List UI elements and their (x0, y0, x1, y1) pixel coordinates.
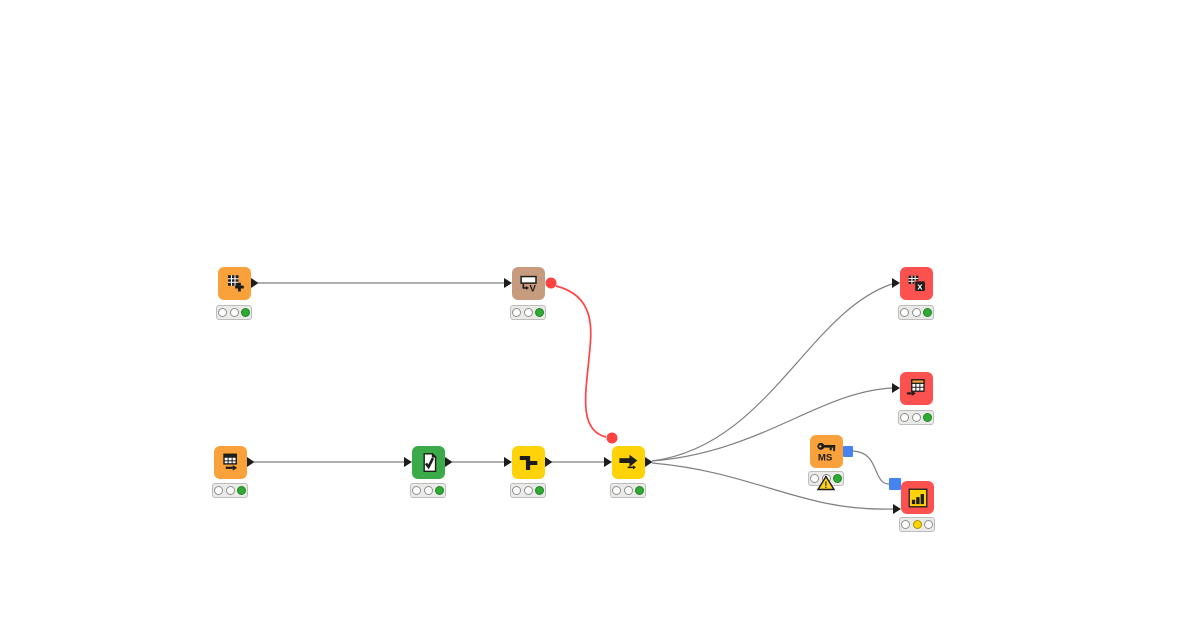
status-bulb (810, 474, 819, 483)
node-chart-sender[interactable] (901, 481, 934, 514)
edge-variable-to-splitter[interactable] (555, 285, 607, 438)
row-to-variable-icon: V (519, 275, 537, 294)
output-port-joiner[interactable] (545, 457, 553, 467)
status-bulb (237, 486, 246, 495)
status-bulb (635, 486, 644, 495)
status-bulb (523, 486, 533, 495)
status-bulb (423, 486, 433, 495)
status-joiner (510, 483, 546, 498)
node-table-creator[interactable] (218, 267, 251, 300)
status-bulb (218, 308, 227, 317)
ms-key-icon: MS (816, 442, 835, 463)
node-ms-authenticator[interactable]: MS (810, 435, 843, 468)
svg-text:!: ! (824, 480, 827, 490)
status-table-reader (212, 483, 248, 498)
input-port-chart[interactable] (893, 504, 901, 514)
status-bulb (535, 308, 544, 317)
status-bulb (412, 486, 421, 495)
status-bulb (612, 486, 621, 495)
input-port-splitter[interactable] (604, 457, 612, 467)
status-bulb (214, 486, 223, 495)
ms-connection-out-port[interactable] (843, 446, 853, 457)
edge-ms-to-chart[interactable] (852, 450, 890, 485)
table-plus-icon (227, 274, 244, 291)
warning-icon: ! (817, 475, 835, 491)
join-icon (519, 455, 537, 470)
edge-splitter-to-table-writer[interactable] (651, 387, 893, 462)
edge-splitter-to-excel-writer[interactable] (651, 283, 893, 462)
svg-text:MS: MS (817, 452, 832, 463)
table-writer-icon (906, 378, 925, 396)
status-table-writer (898, 410, 934, 425)
status-bulb (911, 413, 921, 422)
node-joiner[interactable] (512, 446, 545, 479)
status-bulb (535, 486, 544, 495)
status-bulb (225, 486, 235, 495)
input-port-joiner[interactable] (504, 457, 512, 467)
status-bulb (512, 308, 521, 317)
status-bulb (923, 308, 932, 317)
status-bulb (900, 413, 909, 422)
svg-text:x: x (917, 281, 923, 292)
status-bulb (923, 413, 932, 422)
node-table-writer[interactable] (900, 372, 933, 405)
edge-splitter-to-chart[interactable] (651, 462, 894, 510)
status-chart-sender (899, 517, 935, 532)
status-bulb (241, 308, 250, 317)
document-check-icon (422, 452, 436, 472)
status-bulb (900, 308, 909, 317)
status-row-splitter (610, 483, 646, 498)
flow-variable-out-port[interactable] (545, 277, 557, 289)
status-bulb (523, 308, 533, 317)
svg-text:V: V (529, 283, 536, 294)
output-port-validator[interactable] (445, 457, 453, 467)
status-bulb (512, 486, 521, 495)
status-bulb (924, 520, 933, 529)
output-port-table-creator[interactable] (251, 278, 259, 288)
input-port-row-to-variable[interactable] (504, 278, 512, 288)
node-excel-writer[interactable]: x (900, 267, 933, 300)
node-validator[interactable] (412, 446, 445, 479)
node-table-reader[interactable] (214, 446, 247, 479)
status-bulb (623, 486, 633, 495)
output-port-splitter[interactable] (645, 457, 653, 467)
node-row-splitter[interactable] (612, 446, 645, 479)
output-port-table-reader[interactable] (247, 457, 255, 467)
status-validator (410, 483, 446, 498)
status-bulb (229, 308, 239, 317)
status-table-creator (216, 305, 252, 320)
status-bulb (901, 520, 910, 529)
input-port-excel-writer[interactable] (892, 278, 900, 288)
status-bulb (912, 520, 922, 529)
chart-connection-in-port[interactable] (889, 478, 901, 490)
status-bulb (833, 474, 842, 483)
input-port-table-writer[interactable] (892, 383, 900, 393)
status-row-to-variable (510, 305, 546, 320)
flow-variable-in-port[interactable] (606, 432, 618, 444)
status-bulb (435, 486, 444, 495)
input-port-validator[interactable] (404, 457, 412, 467)
bar-chart-icon (908, 488, 927, 507)
status-bulb (911, 308, 921, 317)
arrow-right-icon (618, 454, 637, 469)
node-row-to-variable[interactable]: V (512, 267, 545, 300)
status-excel-writer (898, 305, 934, 320)
table-arrow-icon (222, 453, 237, 471)
excel-writer-icon: x (908, 275, 926, 292)
